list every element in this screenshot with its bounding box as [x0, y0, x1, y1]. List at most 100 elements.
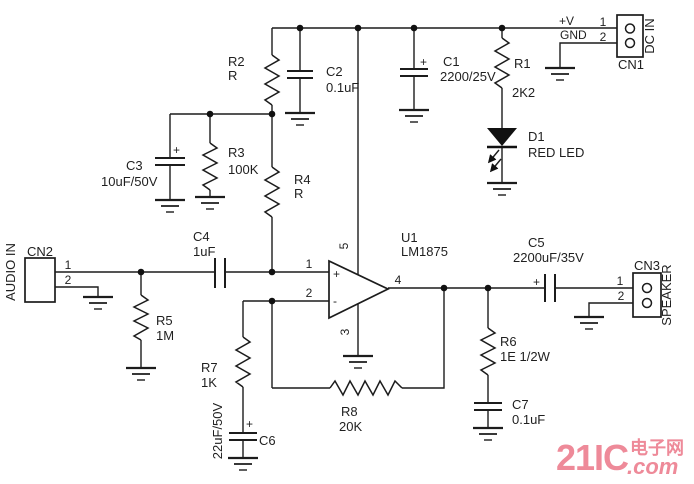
value-label: 2200uF/35V [513, 250, 584, 265]
pin-number-2: 2 [306, 286, 313, 300]
connector-body [616, 14, 644, 58]
resistor-symbol [234, 336, 252, 388]
ref-label: U1 [401, 230, 418, 245]
value-label: R [228, 68, 237, 83]
connector-pad [641, 297, 653, 309]
diode-symbol [487, 128, 517, 146]
connector-name: CN2 [27, 244, 53, 259]
ref-label: C7 [512, 397, 529, 412]
resistor-R5: R5 1M [132, 294, 174, 343]
pin-number: 2 [600, 30, 607, 44]
polarity-plus: + [246, 417, 253, 431]
ref-label: R4 [294, 172, 311, 187]
connector-role: SPEAKER [659, 264, 674, 325]
resistor-symbol [132, 294, 150, 341]
connector-role: AUDIO IN [3, 243, 18, 301]
connector-pad [624, 37, 636, 49]
connector-body [24, 257, 56, 303]
pin-number-3: 3 [338, 328, 352, 335]
value-label: 2K2 [512, 85, 535, 100]
pin-number: 2 [65, 273, 72, 287]
value-label: R [294, 186, 303, 201]
led-arrow [489, 158, 502, 173]
value-label: RED LED [528, 145, 584, 160]
opamp-U1: + - 1 2 4 5 3 U1 LM1875 [306, 230, 448, 335]
ref-label: C2 [326, 64, 343, 79]
resistor-symbol [263, 54, 281, 106]
ground-symbol [283, 111, 317, 127]
connector-CN3: CN3 SPEAKER 1 2 [617, 258, 674, 326]
ref-label: C3 [126, 158, 143, 173]
junction-dot [484, 284, 492, 292]
junction-dot [268, 297, 276, 305]
junction-dot [268, 268, 276, 276]
ref-label: R3 [228, 145, 245, 160]
ref-label: D1 [528, 129, 545, 144]
capacitor-C7: C7 0.1uF [474, 397, 545, 427]
ground-symbol [153, 198, 187, 214]
watermark-com-text: .com [627, 454, 678, 479]
junction-dots [137, 24, 506, 305]
ground-symbol [81, 295, 115, 311]
resistor-symbol [263, 166, 281, 218]
ref-label: R1 [514, 56, 531, 71]
value-label: 0.1uF [326, 80, 359, 95]
value-label: 22uF/50V [210, 402, 225, 459]
value-label: 20K [339, 419, 362, 434]
noninverting-input-sign: + [333, 267, 340, 281]
value-label: 1K [201, 375, 217, 390]
resistor-symbol [201, 142, 219, 191]
pin-number: 1 [65, 258, 72, 272]
ground-symbol [341, 354, 375, 370]
inverting-input-sign: - [333, 294, 337, 308]
capacitor-C6: + C6 22uF/50V [210, 402, 276, 459]
resistor-R1: R1 2K2 [493, 37, 535, 100]
junction-dot [498, 24, 506, 32]
connector-pad [641, 282, 653, 294]
ground-symbol [193, 195, 227, 211]
ground-symbol [226, 456, 260, 472]
watermark: 21IC 电子网 .com [556, 437, 684, 479]
vplus-label: +V [559, 14, 574, 28]
value-label: 2200/25V [440, 69, 496, 84]
value-label: 0.1uF [512, 412, 545, 427]
ref-label: C6 [259, 433, 276, 448]
ref-label: R6 [500, 334, 517, 349]
ref-label: R8 [341, 404, 358, 419]
ground-symbol [572, 315, 606, 331]
wire-cn3-pin2-gnd [588, 302, 633, 317]
wire-output [388, 287, 545, 328]
resistor-symbol [329, 379, 403, 397]
gnd-label: GND [560, 28, 587, 42]
ref-label: C4 [193, 229, 210, 244]
junction-dot [296, 24, 304, 32]
wire-vplus-rail [271, 27, 617, 275]
connector-role: DC IN [642, 18, 657, 53]
value-label: 10uF/50V [101, 174, 158, 189]
wires [55, 27, 633, 458]
capacitor-C5: + C5 2200uF/35V [513, 235, 584, 302]
value-label: 1uF [193, 244, 215, 259]
wire-pin1-node [225, 217, 329, 273]
junction-dot [268, 110, 276, 118]
pin-number: 1 [600, 15, 607, 29]
ground-symbol [543, 66, 577, 82]
wire-bias-node [169, 105, 273, 167]
ground-symbol [397, 108, 431, 124]
resistor-symbol [479, 327, 497, 376]
value-label: 100K [228, 162, 259, 177]
pin-number: 2 [618, 289, 625, 303]
capacitor-C3: + C3 10uF/50V [101, 143, 185, 189]
ref-label: R2 [228, 54, 245, 69]
junction-dot [137, 268, 145, 276]
wire-pin2-node [242, 300, 330, 389]
resistor-R3: R3 100K [201, 142, 259, 191]
connector-name: CN1 [618, 57, 644, 72]
ground-symbol [471, 426, 505, 442]
watermark-cn-text: 电子网 [630, 437, 684, 458]
wire-audio-input [55, 271, 215, 295]
ground-symbol [124, 366, 158, 382]
junction-dot [354, 24, 362, 32]
